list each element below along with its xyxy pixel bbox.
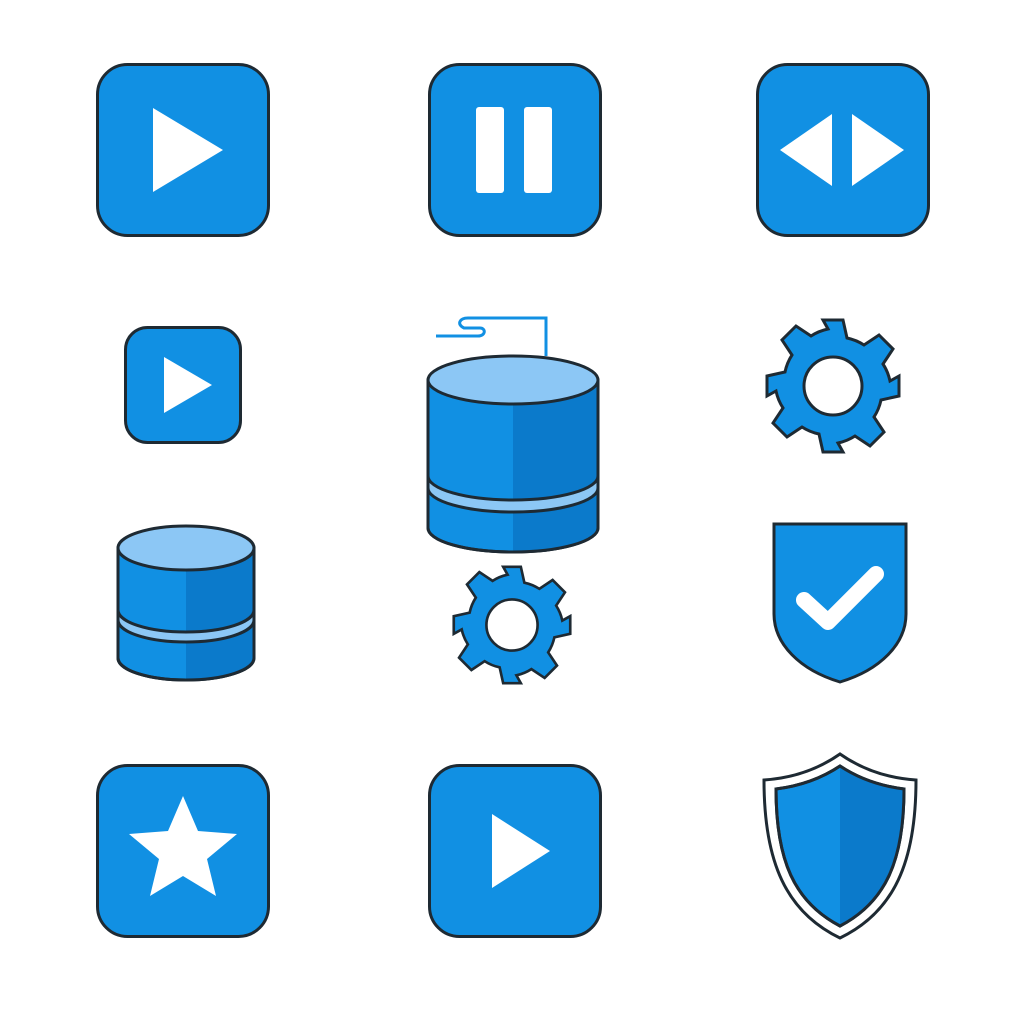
star-button-icon[interactable] [96,764,270,938]
small-gear-icon[interactable] [452,565,572,685]
pause-button-icon[interactable] [428,63,602,237]
play-button-icon[interactable] [428,764,602,938]
database-connected-icon[interactable] [420,310,606,560]
play-button-icon[interactable] [96,63,270,237]
gear-icon[interactable] [765,318,901,454]
small-play-button-icon[interactable] [124,326,242,444]
rewind-forward-button-icon[interactable] [756,63,930,237]
shield-icon[interactable] [762,752,918,940]
database-icon[interactable] [114,518,258,684]
shield-check-icon[interactable] [772,522,908,684]
